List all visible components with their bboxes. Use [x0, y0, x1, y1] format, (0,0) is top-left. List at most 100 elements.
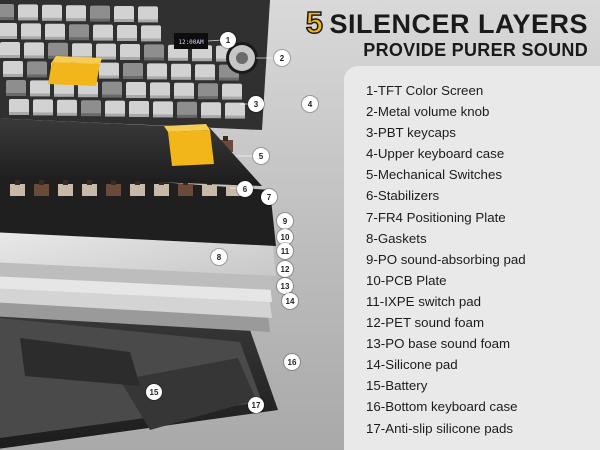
- keycap-side: [153, 114, 173, 118]
- callout-2: 2: [274, 50, 290, 66]
- part-item: 15-Battery: [366, 378, 428, 394]
- headline-subtitle: PROVIDE PURER SOUND: [363, 40, 588, 60]
- keycap: [45, 23, 65, 39]
- keycap: [138, 6, 158, 22]
- keycap: [123, 63, 143, 78]
- keycap-side: [141, 38, 161, 42]
- keycap-side: [90, 18, 110, 22]
- keycap: [33, 99, 53, 115]
- keycap: [93, 24, 113, 40]
- keycap: [177, 101, 197, 117]
- callout-10: 10: [277, 229, 293, 245]
- switch: [10, 184, 25, 196]
- keycap-side: [126, 95, 146, 98]
- keycap-side: [18, 17, 38, 21]
- keycap-side: [168, 57, 188, 61]
- callout-3: 3: [248, 96, 264, 112]
- keycap-side: [150, 95, 170, 99]
- keycap-side: [24, 55, 44, 59]
- switch-stem: [223, 136, 228, 141]
- part-item: 1-TFT Color Screen: [366, 83, 484, 98]
- keycap: [153, 101, 173, 117]
- parts-list-panel: 1-TFT Color Screen 2-Metal volume knob 3…: [344, 66, 600, 450]
- switch-stem: [135, 180, 140, 185]
- keycap: [120, 44, 140, 59]
- switch: [202, 184, 217, 196]
- keycap: [99, 62, 119, 78]
- keycap: [126, 82, 146, 97]
- keycap: [81, 100, 101, 116]
- keycap-side: [42, 17, 62, 21]
- part-item: 5-Mechanical Switches: [366, 167, 502, 183]
- keycap-side: [3, 74, 23, 77]
- keycap: [105, 100, 125, 116]
- keycap-side: [147, 76, 167, 80]
- battery-layer: [20, 338, 140, 386]
- keycap: [6, 80, 26, 95]
- switch: [82, 184, 97, 196]
- keycap: [114, 6, 134, 21]
- callout-17: 17: [248, 397, 264, 413]
- switch: [58, 184, 73, 196]
- keycap-side: [219, 77, 239, 81]
- part-item: 10-PCB Plate: [366, 272, 447, 288]
- callout-12: 12: [277, 261, 293, 277]
- keycap: [18, 4, 38, 20]
- keycap: [66, 5, 86, 21]
- keycap-side: [225, 115, 245, 119]
- keycap-side: [0, 17, 14, 20]
- callout-9: 9: [277, 213, 293, 229]
- keycap-side: [69, 37, 89, 41]
- keycap: [198, 83, 218, 99]
- keycap-side: [171, 76, 191, 80]
- keycap-side: [123, 76, 143, 79]
- callout-5: 5: [253, 148, 269, 164]
- keycap: [24, 42, 44, 58]
- keycap: [27, 61, 47, 77]
- keycap-side: [33, 112, 53, 116]
- keycap-side: [21, 36, 41, 40]
- keycap: [222, 83, 242, 99]
- keycap-side: [45, 36, 65, 40]
- keycap: [225, 102, 245, 118]
- headline-title: SILENCER LAYERS: [329, 9, 588, 39]
- keycap-side: [0, 55, 20, 58]
- part-item: 4-Upper keyboard case: [366, 146, 505, 162]
- keycap: [30, 80, 50, 96]
- switch: [130, 184, 145, 196]
- switch-stem: [15, 180, 20, 185]
- keycap: [3, 61, 23, 76]
- keycap: [201, 102, 221, 118]
- part-item: 14-Silicone pad: [366, 357, 458, 373]
- keycap-side: [201, 115, 221, 119]
- keycap: [147, 63, 167, 79]
- switch: [34, 184, 49, 196]
- part-item: 16-Bottom keyboard case: [366, 399, 518, 415]
- keycap-side: [81, 113, 101, 117]
- switch-stem: [39, 180, 44, 185]
- keycap: [174, 82, 194, 98]
- keycap: [96, 43, 116, 59]
- keycap: [0, 4, 14, 19]
- part-item: 2-Metal volume knob: [366, 104, 490, 120]
- keycap: [102, 81, 122, 97]
- switch: [106, 184, 121, 196]
- keycap-side: [222, 96, 242, 100]
- keycap: [144, 44, 164, 60]
- keycap-side: [78, 94, 98, 98]
- keycap: [72, 43, 92, 59]
- keycap-side: [30, 93, 50, 97]
- callout-6: 6: [237, 181, 253, 197]
- keycap-side: [174, 95, 194, 99]
- keycap: [69, 24, 89, 40]
- keycap-side: [195, 77, 215, 81]
- keycap: [9, 99, 29, 114]
- switch-stem: [159, 180, 164, 185]
- keycap: [0, 23, 17, 38]
- keycap: [21, 23, 41, 39]
- part-item: 12-PET sound foam: [366, 315, 485, 331]
- part-item: 9-PO sound-absorbing pad: [366, 251, 526, 267]
